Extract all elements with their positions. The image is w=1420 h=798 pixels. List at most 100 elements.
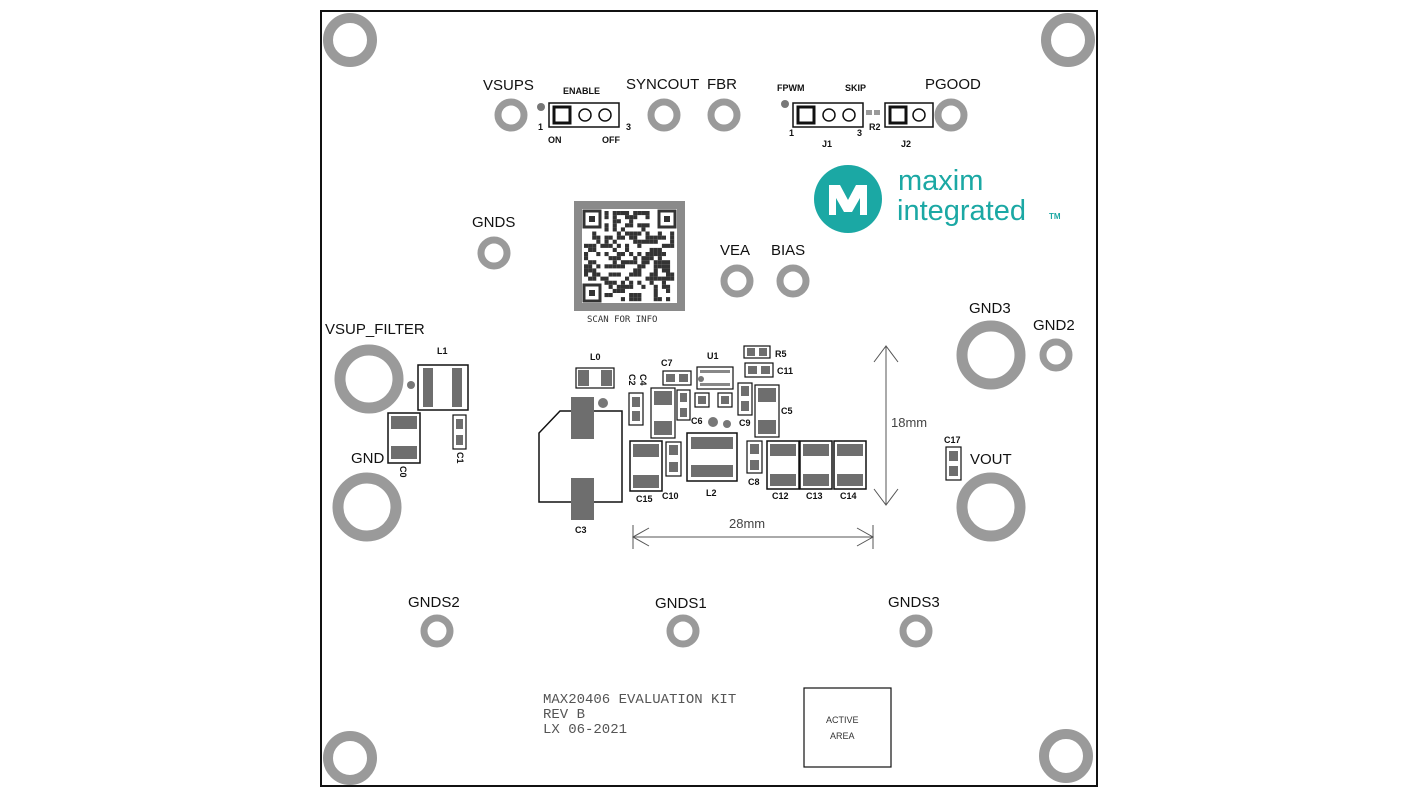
qr-module [620,297,625,302]
qr-module [616,219,621,224]
qr-module [584,272,589,277]
qr-module [604,215,609,220]
label-gnd3: GND3 [969,300,1011,317]
testpoint-syncout[interactable] [647,98,681,132]
testpoint-bias[interactable] [776,264,810,298]
label-pgood: PGOOD [925,76,981,93]
qr-module [633,272,638,277]
qr-module [661,243,666,248]
qr-module [588,268,593,273]
label-c4: C4 [638,374,648,386]
testpoint-gnds[interactable] [477,236,511,270]
j2-header[interactable] [884,102,934,128]
qr-module [649,272,654,277]
qr-module [629,280,634,285]
qr-module [661,280,666,285]
qr-module [604,276,609,281]
qr-module [670,243,675,248]
label-fbr: FBR [707,76,737,93]
label-vout: VOUT [970,451,1012,468]
qr-module [608,284,613,289]
terminal-gnd3[interactable] [956,320,1026,390]
output-capacitors [766,440,867,490]
silk-line-rev: REV B [543,707,585,723]
qr-module [653,264,658,269]
c11-capacitor [744,362,774,378]
qr-module [641,264,646,269]
qr-module [633,293,638,298]
qr-module [604,280,609,285]
qr-module [629,219,634,224]
testpoint-gnds1[interactable] [666,614,700,648]
mounting-hole-top-right [1041,13,1095,67]
qr-module [584,268,589,273]
c2-c4-capacitors [628,392,644,426]
qr-module [604,293,609,298]
testpoint-fbr[interactable] [707,98,741,132]
qr-module [661,264,666,269]
qr-module [653,260,658,265]
qr-module [653,288,658,293]
testpoint-gnds2[interactable] [420,614,454,648]
qr-module [653,276,658,281]
qr-module [612,211,617,216]
qr-module [629,231,634,236]
qr-module [616,235,621,240]
u1-ic [694,366,734,428]
qr-module [649,239,654,244]
active-area-line2: AREA [830,731,855,741]
testpoint-pgood[interactable] [934,98,968,132]
c5-capacitor [754,384,780,438]
label-vsups: VSUPS [483,77,534,94]
dimension-18mm [873,345,899,506]
label-c3: C3 [575,525,587,535]
terminal-vsup-filter[interactable] [334,344,404,414]
qr-module [612,260,617,265]
c1-capacitor [452,414,467,450]
dimension-28mm [631,525,875,549]
qr-module [637,252,642,257]
j1-header[interactable] [781,100,864,128]
testpoint-vsups[interactable] [494,98,528,132]
label-c11: C11 [777,366,793,376]
label-gnds1: GNDS1 [655,595,707,612]
qr-module [584,252,589,257]
label-j2: J2 [901,139,911,149]
qr-module [649,256,654,261]
qr-module [604,211,609,216]
c7-capacitor [662,370,692,386]
qr-module [625,247,630,252]
label-fpwm: FPWM [777,83,805,93]
label-gnds3: GNDS3 [888,594,940,611]
testpoint-gnd2[interactable] [1039,338,1073,372]
label-off: OFF [602,135,620,145]
qr-module [653,284,658,289]
enable-header[interactable] [537,102,620,128]
testpoint-vea[interactable] [720,264,754,298]
qr-module [661,284,666,289]
l1-inductor [407,364,469,411]
qr-module [588,243,593,248]
qr-code[interactable] [574,201,685,311]
label-c15: C15 [636,494,653,504]
testpoint-gnds3[interactable] [899,614,933,648]
terminal-vout[interactable] [956,472,1026,542]
qr-module [633,239,638,244]
qr-module [584,243,589,248]
label-c14: C14 [840,491,857,501]
qr-module [653,247,658,252]
qr-module [661,252,666,257]
mounting-hole-top-left [323,13,377,67]
qr-module [616,252,621,257]
label-vsup-filter: VSUP_FILTER [325,321,425,338]
label-j1-pin3: 3 [857,128,862,138]
qr-module [645,215,650,220]
r5-resistor [743,345,771,359]
silk-line-date: LX 06-2021 [543,722,627,738]
qr-module [641,227,646,232]
qr-module [657,231,662,236]
qr-module [633,211,638,216]
qr-module [670,276,675,281]
terminal-gnd[interactable] [332,472,402,542]
qr-module [608,264,613,269]
